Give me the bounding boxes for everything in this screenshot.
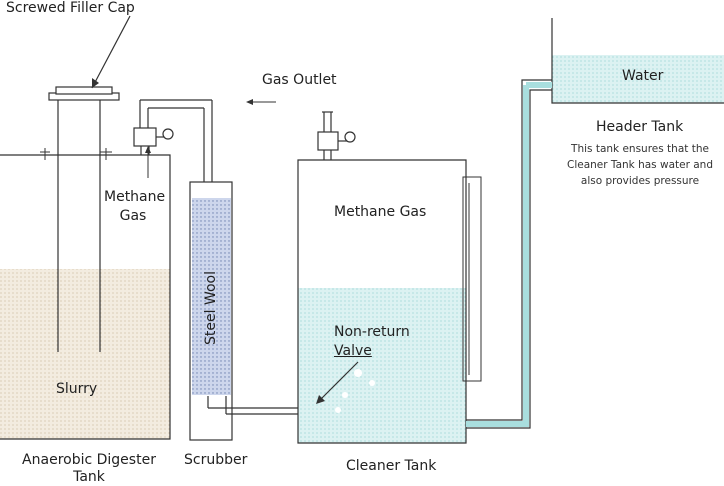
- digester-valve: [133, 127, 157, 147]
- non-return-valve-label-2: Valve: [334, 343, 372, 359]
- filler-cap-pointer: [91, 15, 131, 89]
- water-label: Water: [622, 68, 664, 84]
- steel-wool-label: Steel Wool: [203, 271, 219, 345]
- digester-gas-pipe: [133, 99, 213, 182]
- header-tank-note: This tank ensures that the Cleaner Tank …: [566, 143, 713, 187]
- cleaner-tank: [297, 159, 482, 444]
- slurry-label: Slurry: [56, 381, 98, 397]
- slurry-fill: [0, 269, 170, 439]
- cleaner-tank-label: Cleaner Tank: [346, 458, 437, 474]
- header-water-fill: [552, 55, 724, 103]
- digester-tank: [0, 148, 171, 440]
- non-return-valve-label-1: Non-return: [334, 324, 410, 340]
- scrubber-column: [189, 181, 320, 441]
- steel-wool-fill: [192, 198, 231, 395]
- methane-gas-cleaner-label: Methane Gas: [334, 204, 427, 220]
- header-tank: [551, 18, 724, 104]
- methane-gas-digester-label: Methane Gas: [104, 189, 166, 224]
- filler-cap-label: Screwed Filler Cap: [6, 0, 135, 16]
- outlet-valve: [317, 131, 339, 151]
- gas-outlet-label: Gas Outlet: [262, 72, 337, 88]
- filler-pipe: [48, 86, 120, 352]
- water-feed-pipe: [466, 79, 552, 429]
- scrubber-label: Scrubber: [184, 452, 248, 468]
- cleaner-water-fill: [298, 288, 466, 443]
- header-tank-label: Header Tank: [596, 119, 684, 135]
- gas-outlet-pipe: [246, 99, 356, 160]
- valve-pointer: [317, 361, 359, 403]
- digester-tank-label: Anaerobic Digester Tank: [22, 452, 156, 485]
